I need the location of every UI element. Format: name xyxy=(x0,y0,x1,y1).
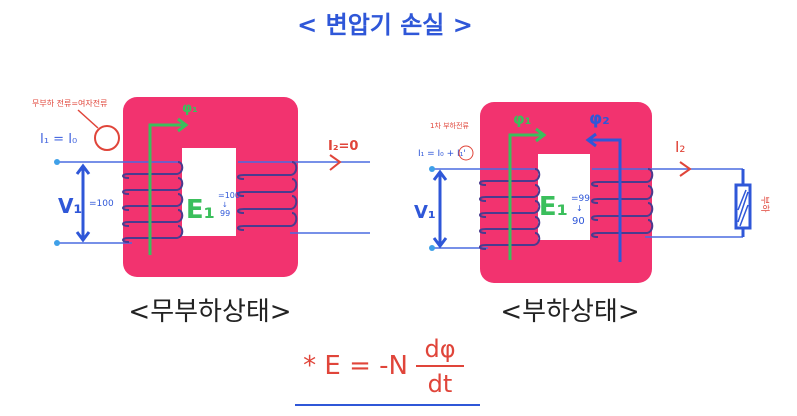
flux-label: φ₁ xyxy=(182,101,198,116)
load-label: 부하 xyxy=(759,196,770,213)
coil-turn xyxy=(591,202,654,221)
flux-2-arrow xyxy=(588,138,622,262)
core-window xyxy=(182,148,236,236)
voltage-label: V₁ xyxy=(414,202,436,223)
no-load-transformer: φ₁ V₁ =100 I₁ = I₀ 무부하 전류=여자전류 I₂=0 E₁ =… xyxy=(32,97,370,327)
flux-2-label: φ₂ xyxy=(589,109,610,129)
flux-1-arrow xyxy=(508,133,543,260)
coil-turn xyxy=(122,161,184,179)
flux-1-arrowhead xyxy=(535,127,547,143)
highlight-circle xyxy=(458,145,474,161)
current-equation: I₁ = I₀ xyxy=(40,132,77,147)
emf-label: E₁ xyxy=(186,195,215,225)
coil-turn xyxy=(122,209,184,227)
secondary-current: I₂=0 xyxy=(328,139,358,154)
highlight-circle xyxy=(94,125,120,151)
emf-value: =99 xyxy=(571,194,590,204)
formula-lhs: * E = -N xyxy=(303,351,408,381)
coil-turn xyxy=(237,161,298,180)
coil-turn xyxy=(237,195,298,214)
flux-1-label: φ₁ xyxy=(513,110,531,128)
voltage-label: V₁ xyxy=(58,194,82,218)
pointer-line xyxy=(77,109,99,129)
coil-turn xyxy=(122,193,184,211)
coil-turn xyxy=(237,212,298,231)
coil-turn xyxy=(122,177,184,195)
flux-arrowhead xyxy=(177,117,189,133)
current-arrow xyxy=(329,154,342,171)
flux-2-arrowhead xyxy=(585,132,597,148)
terminal xyxy=(429,166,435,172)
coil-turn xyxy=(591,185,654,204)
note: 1차 부하전류 xyxy=(430,121,469,130)
core-window xyxy=(538,154,590,240)
coil-turn xyxy=(237,178,298,197)
resistor-hatch xyxy=(737,189,749,227)
load-transformer: φ₁ φ₂ V₁ I₁ = I₀ + I₁' 1차 부하전류 I₂ E₁ =99… xyxy=(414,102,770,327)
emf-arrow: ↓ xyxy=(222,201,228,209)
load-caption: <부하상태> xyxy=(500,297,639,327)
emf-arrow: ↓ xyxy=(576,204,583,213)
emf-value: 99 xyxy=(220,209,230,218)
coil-turn xyxy=(122,225,184,243)
voltage-arrowheads xyxy=(75,163,91,243)
current-arrow xyxy=(679,161,692,177)
flux-arrow xyxy=(148,123,185,255)
formula-numerator: dφ xyxy=(424,335,455,363)
formula-denominator: dt xyxy=(428,370,453,398)
note: 무부하 전류=여자전류 xyxy=(32,98,108,108)
secondary-current: I₂ xyxy=(675,138,685,156)
current-equation: I₁ = I₀ + I₁' xyxy=(418,149,466,159)
formula: * E = -N dφ dt xyxy=(295,335,480,406)
voltage-arrowheads xyxy=(432,169,448,249)
coil-turn xyxy=(591,219,654,238)
voltage-value: =100 xyxy=(89,199,114,209)
coils xyxy=(122,161,298,243)
terminal xyxy=(54,159,60,165)
terminal xyxy=(54,240,60,246)
coil-turn xyxy=(591,168,654,187)
terminal xyxy=(429,245,435,251)
emf-label: E₁ xyxy=(539,192,568,222)
emf-value: =100 xyxy=(218,191,240,200)
title: < 변압기 손실 > xyxy=(297,11,473,39)
emf-value: 90 xyxy=(572,216,585,227)
no-load-caption: <무부하상태> xyxy=(128,297,291,327)
